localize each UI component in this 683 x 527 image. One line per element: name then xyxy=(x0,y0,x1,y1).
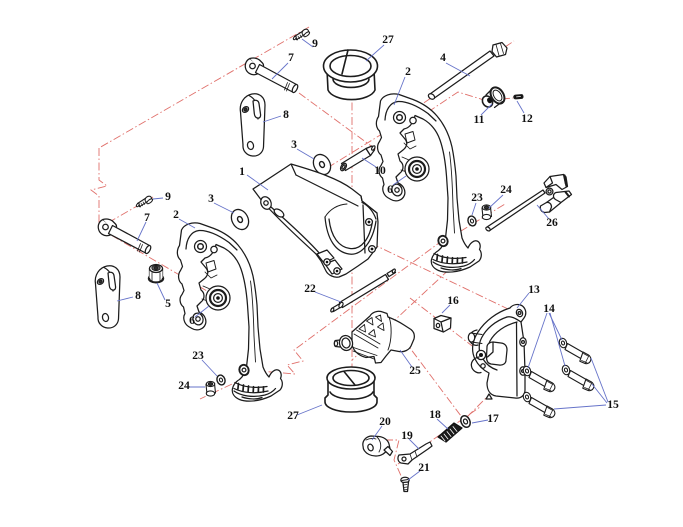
svg-text:9: 9 xyxy=(165,190,171,203)
svg-text:19: 19 xyxy=(401,429,413,442)
svg-text:6: 6 xyxy=(387,183,393,196)
svg-text:5: 5 xyxy=(165,297,171,310)
svg-text:8: 8 xyxy=(135,289,141,302)
svg-text:24: 24 xyxy=(500,183,512,196)
svg-text:2: 2 xyxy=(173,208,179,221)
svg-text:27: 27 xyxy=(287,409,299,422)
svg-text:20: 20 xyxy=(379,415,391,428)
svg-text:24: 24 xyxy=(178,379,190,392)
svg-text:4: 4 xyxy=(440,51,446,64)
svg-text:22: 22 xyxy=(304,282,316,295)
svg-text:3: 3 xyxy=(208,192,214,205)
svg-text:18: 18 xyxy=(429,408,441,421)
svg-text:11: 11 xyxy=(474,113,485,126)
svg-text:6: 6 xyxy=(189,314,195,327)
svg-text:15: 15 xyxy=(607,398,619,411)
svg-text:16: 16 xyxy=(447,294,459,307)
svg-text:1: 1 xyxy=(239,165,245,178)
svg-text:21: 21 xyxy=(418,461,430,474)
svg-text:12: 12 xyxy=(521,112,533,125)
svg-text:23: 23 xyxy=(192,349,204,362)
svg-text:2: 2 xyxy=(405,65,411,78)
svg-text:10: 10 xyxy=(374,164,386,177)
svg-text:14: 14 xyxy=(543,302,555,315)
svg-text:7: 7 xyxy=(144,211,150,224)
svg-text:9: 9 xyxy=(312,37,318,50)
svg-text:3: 3 xyxy=(291,138,297,151)
svg-text:7: 7 xyxy=(288,51,294,64)
svg-text:23: 23 xyxy=(471,191,483,204)
svg-text:27: 27 xyxy=(382,33,394,46)
svg-text:8: 8 xyxy=(283,108,289,121)
svg-text:13: 13 xyxy=(528,283,540,296)
svg-text:26: 26 xyxy=(546,216,558,229)
svg-text:25: 25 xyxy=(409,364,421,377)
svg-text:17: 17 xyxy=(487,412,499,425)
